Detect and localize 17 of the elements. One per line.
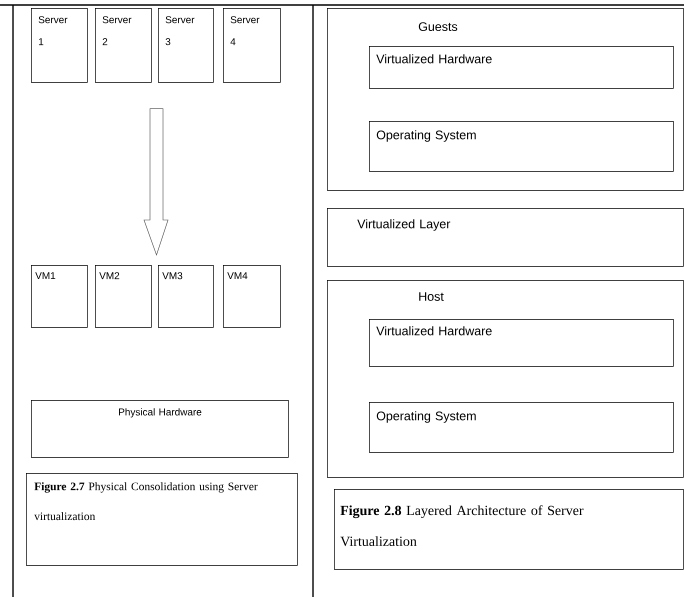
layer-box: Virtualized Hardware xyxy=(369,46,674,89)
vm-box: VM4 xyxy=(223,265,281,328)
block-arrow xyxy=(144,108,168,256)
vm-box: VM1 xyxy=(31,265,88,328)
layer-box: Physical Hardware xyxy=(31,400,289,458)
vm-box: VM2 xyxy=(95,265,152,328)
server-box: Server 3 xyxy=(158,8,214,83)
server-box: Server 2 xyxy=(95,8,152,83)
server-box: Server 1 xyxy=(31,8,88,83)
vm-box: VM3 xyxy=(158,265,214,328)
layer-box: Virtualized Layer xyxy=(327,208,684,267)
layer-box: Operating System xyxy=(369,121,674,172)
server-box: Server 4 xyxy=(223,8,281,83)
layer-box: Virtualized Hardware xyxy=(369,319,674,367)
layer-box: Operating System xyxy=(369,402,674,453)
caption-box: Figure 2.8 Layered Architecture of Server Virtualization xyxy=(334,489,684,570)
caption-box: Figure 2.7 Physical Consolidation using Server virtualization xyxy=(26,473,298,566)
